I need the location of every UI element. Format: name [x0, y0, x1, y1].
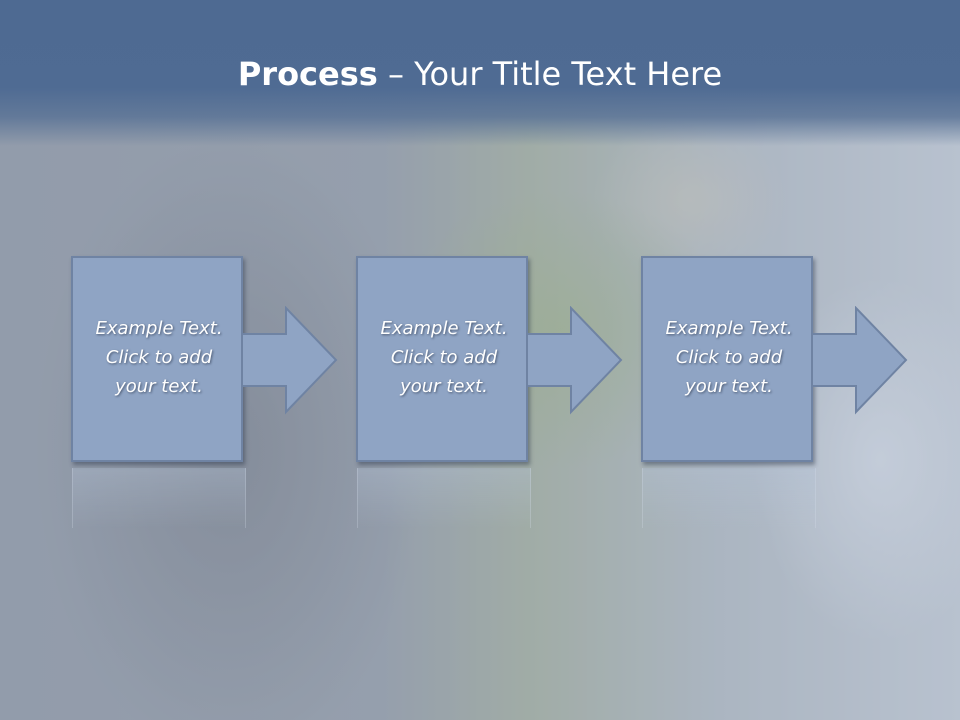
- step-3-line-3: your text.: [685, 376, 773, 397]
- title-bar: [0, 0, 960, 146]
- step-2-arrow-icon: [526, 306, 623, 415]
- step-1-reflection: [72, 468, 246, 528]
- step-1-line-3: your text.: [115, 376, 203, 397]
- step-1-line-2: Click to add: [105, 347, 213, 368]
- step-1-box[interactable]: Example Text. Click to add your text.: [71, 256, 243, 462]
- step-3-reflection: [642, 468, 816, 528]
- step-2-text[interactable]: Example Text. Click to add your text.: [358, 314, 530, 401]
- step-2-box[interactable]: Example Text. Click to add your text.: [356, 256, 528, 462]
- process-step-3[interactable]: Example Text. Click to add your text.: [641, 256, 817, 466]
- step-2-reflection: [357, 468, 531, 528]
- title-rest-text: – Your Title Text Here: [377, 55, 723, 93]
- step-3-text[interactable]: Example Text. Click to add your text.: [643, 314, 815, 401]
- process-step-1[interactable]: Example Text. Click to add your text.: [71, 256, 247, 466]
- step-3-line-1: Example Text.: [665, 318, 793, 339]
- step-2-line-2: Click to add: [390, 347, 498, 368]
- title-bold-text: Process: [237, 55, 378, 93]
- step-1-arrow-icon: [241, 306, 338, 415]
- step-3-line-2: Click to add: [675, 347, 783, 368]
- step-1-line-1: Example Text.: [95, 318, 223, 339]
- slide-title[interactable]: Process – Your Title Text Here: [0, 52, 960, 96]
- process-step-2[interactable]: Example Text. Click to add your text.: [356, 256, 532, 466]
- step-2-line-3: your text.: [400, 376, 488, 397]
- step-3-box[interactable]: Example Text. Click to add your text.: [641, 256, 813, 462]
- step-3-arrow-icon: [811, 306, 908, 415]
- step-2-line-1: Example Text.: [380, 318, 508, 339]
- step-1-text[interactable]: Example Text. Click to add your text.: [73, 314, 245, 401]
